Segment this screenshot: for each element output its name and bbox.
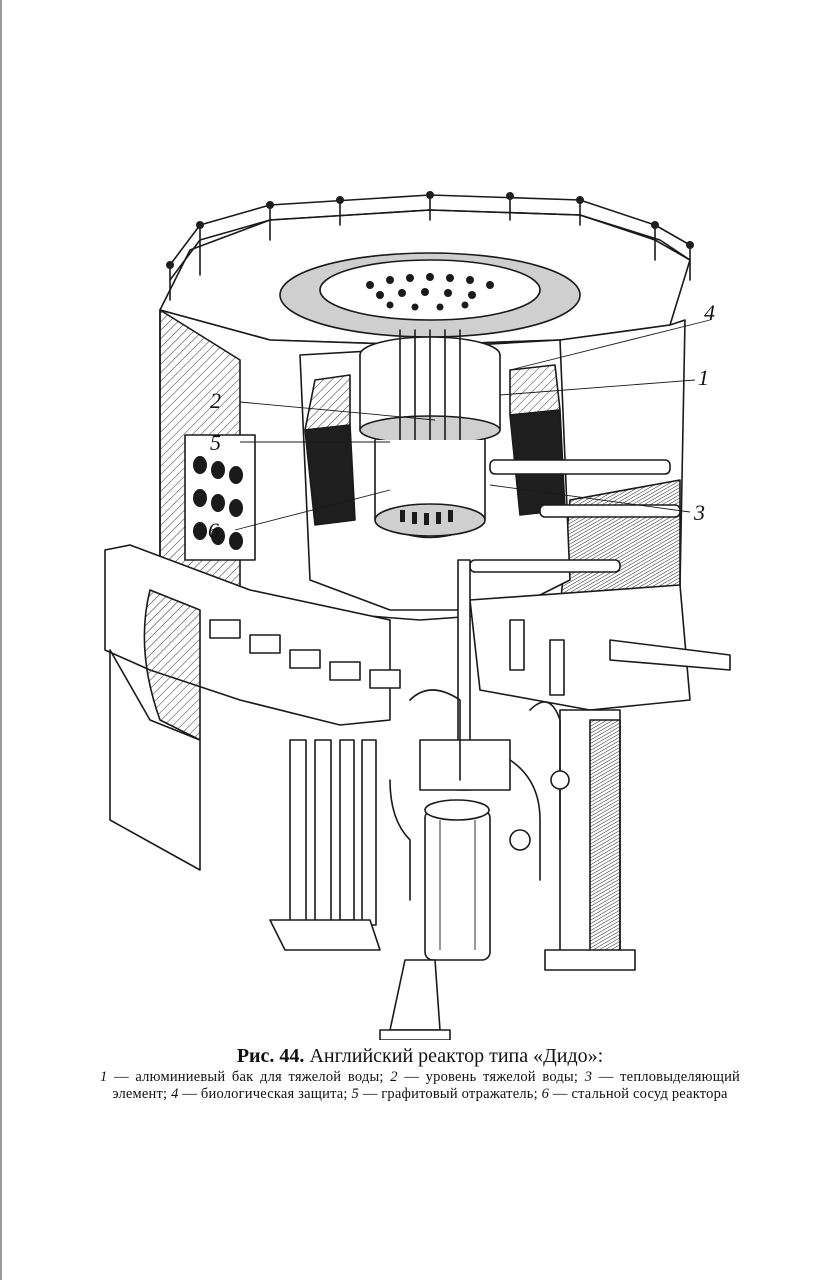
callout-2: 2	[210, 388, 221, 413]
legend-text-1: — алюминиевый бак для тяжелой воды;	[107, 1069, 391, 1085]
legend-num-6: 6	[541, 1086, 550, 1102]
legend-num-1: 1	[100, 1069, 108, 1085]
callout-1: 1	[698, 365, 709, 390]
figure-title: Английский реактор типа «Дидо»:	[309, 1045, 604, 1067]
deck-holes	[366, 273, 494, 311]
figure-number: Рис. 44.	[236, 1045, 305, 1067]
top-deck	[159, 191, 694, 346]
callout-4: 4	[704, 300, 715, 325]
caption-title: Рис. 44. Английский реактор типа «Дидо»:	[100, 1043, 740, 1069]
lower-right-structure	[469, 584, 731, 971]
steel-vessel	[374, 439, 486, 539]
heat-exchanger	[424, 799, 491, 961]
base-pedestal	[379, 959, 451, 1040]
callout-5: 5	[210, 430, 221, 455]
legend-num-2: 2	[390, 1069, 398, 1085]
reactor-cutaway-illustration: 4 1 2 5 3 6	[104, 191, 731, 1040]
legend-text-4: — биологическая защита;	[178, 1086, 352, 1102]
coolant-pipework	[379, 559, 570, 1040]
railing	[166, 191, 694, 301]
caption-legend: 1 — алюминиевый бак для тяжелой воды; 2 …	[100, 1069, 740, 1103]
callout-labels: 4 1 2 5 3 6	[208, 300, 715, 543]
horizontal-channels	[469, 459, 681, 573]
legend-text-3: — тепловыделяющий элемент;	[112, 1069, 740, 1102]
figure-caption: Рис. 44. Английский реактор типа «Дидо»:…	[100, 1043, 740, 1103]
legend-text-2: — уровень тяжелой воды;	[397, 1069, 585, 1085]
callout-3: 3	[693, 500, 705, 525]
legend-text-5: — графитовый отражатель;	[358, 1086, 542, 1102]
legend-text-6: — стальной сосуд реактора	[549, 1086, 728, 1102]
support-columns-left	[269, 739, 381, 951]
legend-num-5: 5	[351, 1086, 359, 1102]
page-edge-line	[0, 0, 2, 1280]
lower-ledge	[104, 544, 401, 871]
reactor-core-cutaway	[299, 329, 681, 611]
callout-leaders	[234, 319, 711, 531]
legend-num-4: 4	[171, 1086, 179, 1102]
legend-num-3: 3	[584, 1069, 593, 1085]
support-beams-left	[209, 619, 401, 689]
callout-6: 6	[208, 518, 219, 543]
shield-ports	[193, 456, 243, 550]
